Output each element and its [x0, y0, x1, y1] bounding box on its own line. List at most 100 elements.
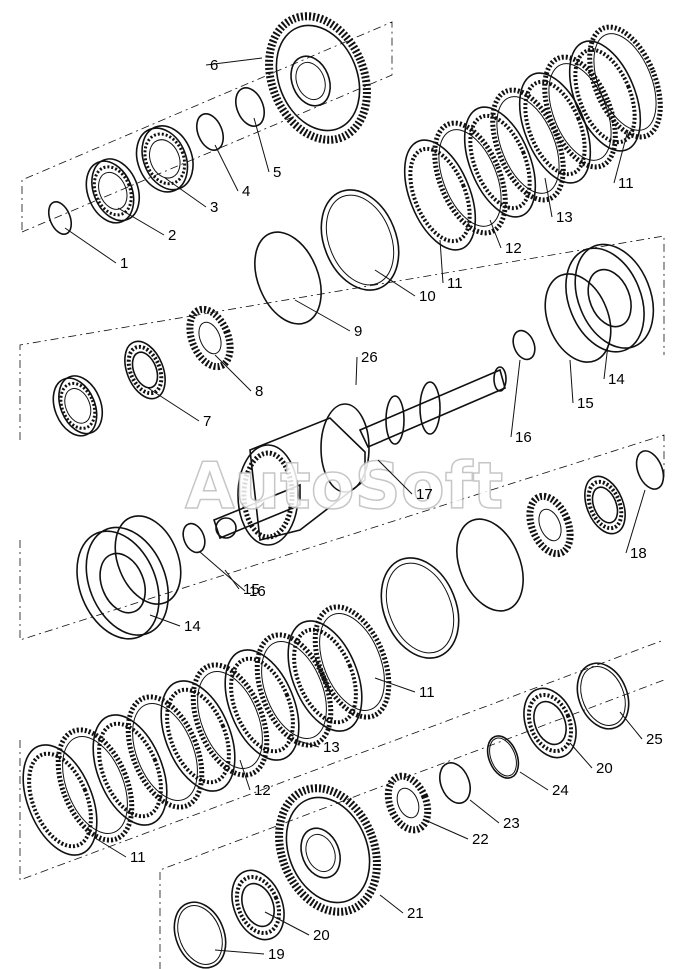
- piston-seal-15-upper: [544, 273, 612, 363]
- leader-line-11: [439, 239, 444, 284]
- clutch-plate-upper-1: [403, 139, 477, 251]
- callout-14: 14: [184, 618, 201, 635]
- leader-line-4: [214, 144, 239, 192]
- leader-line-24: [519, 771, 549, 791]
- callout-24: 24: [552, 782, 569, 799]
- leader-line-13: [544, 177, 553, 218]
- clutch-plate-lower-6: [190, 662, 270, 778]
- callout-21: 21: [407, 905, 424, 922]
- callout-23: 23: [503, 815, 520, 832]
- callout-6: 6: [210, 57, 218, 74]
- clutch-plate-lower-1: [22, 744, 98, 856]
- leader-line-11: [374, 677, 416, 693]
- thrust-washer-25: [576, 662, 630, 730]
- leader-line-14: [149, 614, 181, 627]
- snap-ring-18: [635, 450, 665, 490]
- callout-7: 7: [203, 413, 211, 430]
- leader-line-18: [625, 489, 646, 554]
- callout-8: 8: [255, 383, 263, 400]
- snap-ring-4: [195, 113, 225, 151]
- leader-line-9: [294, 299, 351, 332]
- callout-2: 2: [168, 227, 176, 244]
- clutch-plate-lower-7: [224, 649, 300, 761]
- needle-bearing-22: [384, 772, 432, 834]
- callout-5: 5: [273, 164, 281, 181]
- clutch-plate-lower-3: [92, 714, 168, 826]
- callout-4: 4: [242, 183, 250, 200]
- race-7-lower: [584, 475, 626, 535]
- leader-line-16: [510, 359, 521, 438]
- shaft-drum-assembly: [213, 366, 507, 546]
- callout-12: 12: [505, 240, 522, 257]
- sprag-8-lower: [526, 492, 574, 558]
- clutch-plate-lower-4: [125, 694, 205, 810]
- leader-line-8: [214, 354, 252, 392]
- snap-ring-16-upper: [512, 329, 536, 361]
- thrust-washer-19: [173, 901, 227, 969]
- thrust-bearing-20-lower: [231, 869, 285, 941]
- clutch-plate-lower-9: [287, 620, 363, 732]
- leader-line-6: [205, 57, 263, 66]
- leader-line-12: [239, 759, 251, 791]
- leader-line-26: [355, 356, 358, 386]
- callout-13: 13: [323, 739, 340, 756]
- leader-line-14: [603, 344, 609, 380]
- leader-line-17: [377, 459, 413, 495]
- sprag-8-upper: [186, 305, 234, 371]
- leader-line-22: [424, 819, 469, 840]
- callout-3: 3: [210, 199, 218, 216]
- callout-17: 17: [416, 486, 433, 503]
- callout-12: 12: [254, 782, 271, 799]
- watermark: AutoSoft: [185, 450, 503, 524]
- piston-14-lower: [76, 526, 170, 640]
- callout-22: 22: [472, 831, 489, 848]
- leader-line-11: [613, 129, 629, 184]
- parts-layer: [22, 12, 665, 969]
- callout-14: 14: [608, 371, 625, 388]
- clutch-plate-upper-3: [463, 106, 537, 218]
- callout-15: 15: [243, 581, 260, 598]
- callout-layer: 1234567891011111111121213131414151516161…: [64, 57, 663, 963]
- clutch-plate-upper-5: [518, 72, 592, 184]
- leader-line-19: [214, 949, 265, 955]
- race-7-upper: [124, 340, 166, 400]
- leader-line-20: [569, 742, 593, 769]
- gear-21: [275, 784, 381, 916]
- callout-13: 13: [556, 209, 573, 226]
- snap-ring-16-lower: [182, 522, 206, 554]
- callout-16: 16: [515, 429, 532, 446]
- callout-11: 11: [419, 684, 435, 701]
- clutch-plate-lower-5: [160, 680, 236, 792]
- clutch-plate-lower-8: [254, 632, 334, 748]
- callout-16: 16: [249, 583, 266, 600]
- callout-20: 20: [313, 927, 330, 944]
- clutch-plate-lower-10: [312, 604, 392, 720]
- callout-25: 25: [646, 731, 663, 748]
- clutch-plate-upper-7: [568, 40, 642, 152]
- leader-line-25: [619, 711, 643, 740]
- thrust-bearing-20-upper: [523, 687, 577, 759]
- leader-line-2: [117, 207, 165, 236]
- callout-1: 1: [120, 255, 128, 272]
- leader-line-16: [199, 551, 246, 592]
- piston-14-upper: [565, 243, 655, 353]
- pressure-plate-10-lower: [380, 557, 460, 659]
- pressure-plate-10-upper: [320, 189, 400, 291]
- snap-ring-9-upper: [254, 231, 322, 325]
- callout-10: 10: [419, 288, 436, 305]
- leader-line-23: [469, 799, 500, 824]
- callout-19: 19: [268, 946, 285, 963]
- callout-11: 11: [447, 275, 463, 292]
- callout-26: 26: [361, 349, 378, 366]
- bearing-3-upper: [135, 125, 194, 193]
- snap-ring-23: [439, 762, 471, 804]
- callout-20: 20: [596, 760, 613, 777]
- leader-line-1: [64, 227, 117, 264]
- leader-line-10: [374, 269, 416, 297]
- clutch-plate-upper-2: [432, 120, 508, 236]
- bearing-2: [85, 158, 141, 224]
- leader-line-12: [489, 219, 502, 249]
- gear-6: [265, 12, 371, 144]
- leader-line-15: [569, 359, 574, 404]
- leader-line-13: [294, 739, 320, 748]
